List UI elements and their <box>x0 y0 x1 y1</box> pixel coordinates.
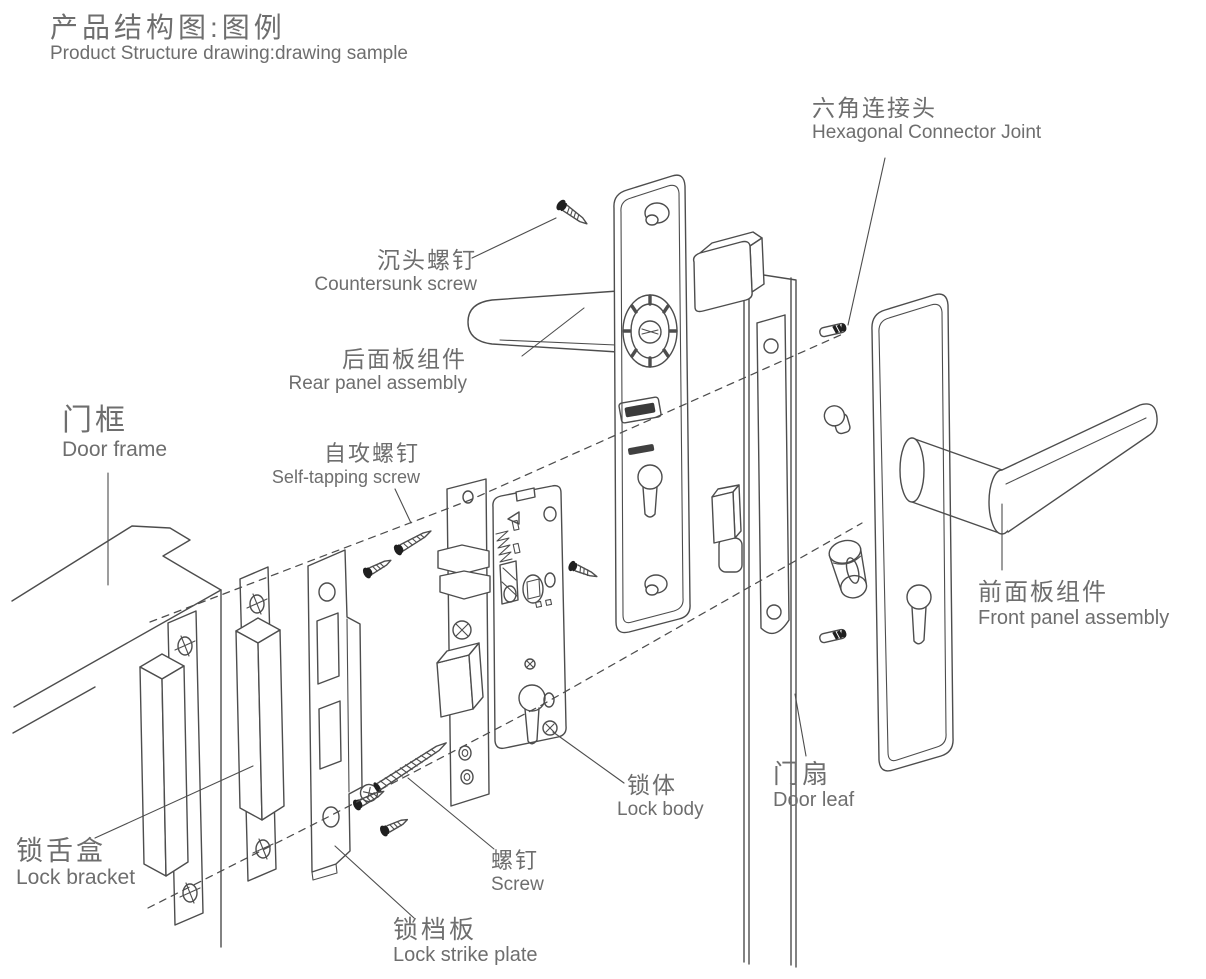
page-title-zh: 产品结构图:图例 <box>50 12 286 43</box>
self-tapping-screw-1 <box>393 530 432 556</box>
label-front-panel: 前面板组件 Front panel assembly <box>978 579 1170 629</box>
page-title: 产品结构图:图例 Product Structure drawing:drawi… <box>50 12 408 65</box>
rear-handle-block <box>692 231 765 313</box>
label-self-tapping-screw: 自攻螺钉 Self-tapping screw <box>271 441 420 487</box>
label-screw: 螺钉 Screw <box>491 848 544 895</box>
label-lock-bracket: 锁舌盒 Lock bracket <box>16 836 136 890</box>
lock-bracket-rear <box>139 610 204 926</box>
label-countersunk-screw: 沉头螺钉 Countersunk screw <box>314 247 477 295</box>
countersunk-screw-drawing <box>556 199 588 225</box>
hex-connector-pin-bottom <box>819 628 847 644</box>
lock-body-screw <box>568 560 598 578</box>
lock-body-drawing <box>436 478 567 807</box>
door-frame-drawing <box>11 525 222 948</box>
label-lock-body: 锁体 Lock body <box>617 772 704 820</box>
page-title-en: Product Structure drawing:drawing sample <box>50 43 409 65</box>
front-keyhole <box>906 584 932 645</box>
self-tapping-screw-2 <box>362 559 392 579</box>
label-door-leaf: 门扇 Door leaf <box>773 759 855 812</box>
label-rear-panel: 后面板组件 Rear panel assembly <box>288 346 467 394</box>
euro-cylinder <box>828 539 868 599</box>
label-door-frame: 门框 Door frame <box>62 404 168 461</box>
cap-pin <box>823 405 851 435</box>
rear-handle-grip <box>467 290 619 353</box>
dashed-center-lines <box>147 332 863 909</box>
label-hex-connector: 六角连接头 Hexagonal Connector Joint <box>812 95 1042 143</box>
front-panel-drawing <box>871 293 1158 772</box>
hex-connector-pin-top <box>819 322 847 338</box>
label-lock-strike-plate: 锁档板 Lock strike plate <box>393 916 538 966</box>
lock-strike-plate-drawing <box>307 549 363 881</box>
door-leaf-drawing <box>743 271 797 968</box>
front-handle <box>899 403 1158 535</box>
spindle-block <box>711 484 743 573</box>
black-screw-2 <box>380 818 409 837</box>
leader-lines <box>94 157 1003 919</box>
rear-panel-drawing <box>613 174 691 634</box>
lock-bracket-front <box>235 566 285 882</box>
